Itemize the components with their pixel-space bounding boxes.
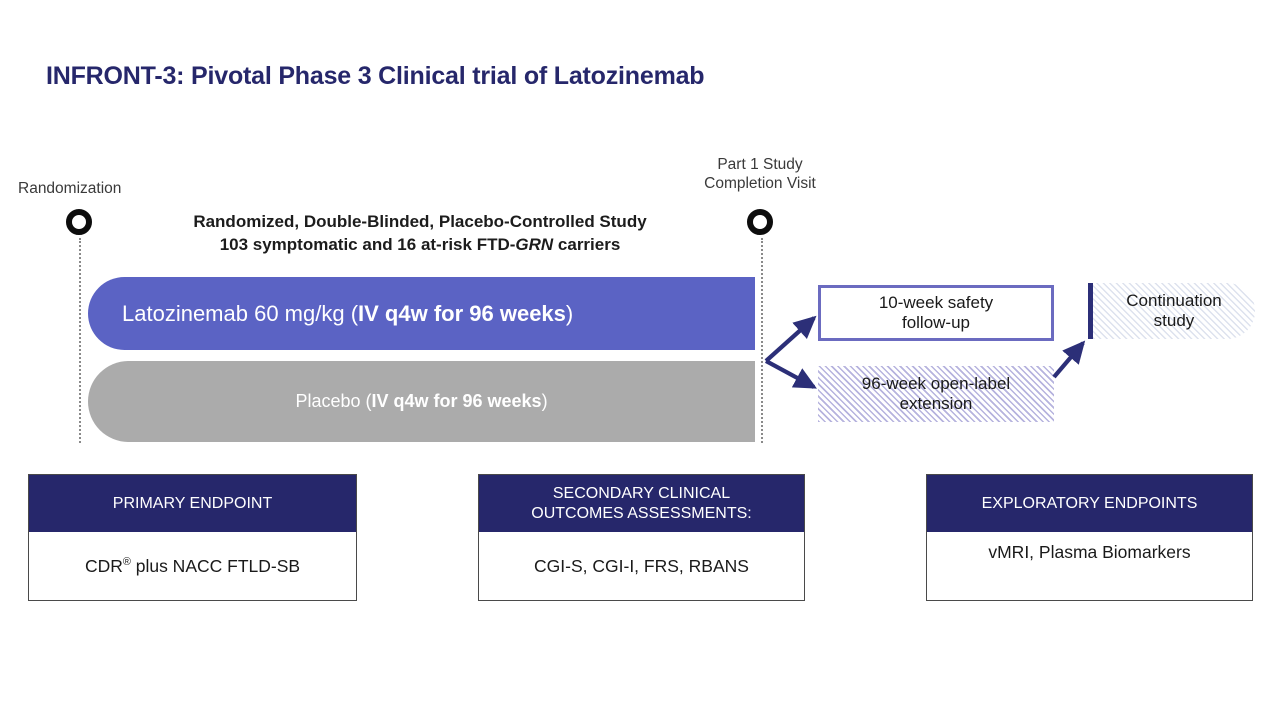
secondary-endpoint-value: CGI-S, CGI-I, FRS, RBANS: [534, 555, 749, 576]
primary-endpoint-value-prefix: CDR: [84, 555, 123, 576]
exploratory-endpoint-body: vMRI, Plasma Biomarkers: [927, 532, 1252, 600]
treatment-arm-label-bold: IV q4w for 96 weeks: [358, 300, 566, 326]
gene-name-grn: GRN: [515, 234, 554, 254]
secondary-endpoint-card: SECONDARY CLINICAL OUTCOMES ASSESSMENTS:…: [478, 474, 805, 601]
arrow-to-continuation-study: [1052, 340, 1086, 379]
continuation-study-text: Continuation study: [1126, 291, 1221, 332]
secondary-endpoint-header-text: SECONDARY CLINICAL OUTCOMES ASSESSMENTS:: [531, 484, 751, 524]
continuation-study-box: Continuation study: [1088, 283, 1255, 339]
completion-visit-label-line2: Completion Visit: [704, 174, 816, 192]
study-description-line2-prefix: 103 symptomatic and 16 at-risk FTD-: [219, 234, 516, 254]
study-description-line2-suffix: carriers: [553, 234, 621, 254]
safety-followup-box: 10-week safety follow-up: [818, 285, 1054, 341]
treatment-arm-label-tail: ): [565, 300, 574, 326]
completion-visit-label-line1: Part 1 Study: [717, 156, 803, 173]
exploratory-endpoint-header: EXPLORATORY ENDPOINTS: [927, 475, 1252, 532]
completion-visit-ring-icon: [747, 209, 773, 235]
open-label-extension-box: 96-week open-label extension: [818, 366, 1054, 422]
completion-visit-dotted-line: [761, 238, 763, 443]
secondary-endpoint-header: SECONDARY CLINICAL OUTCOMES ASSESSMENTS:: [479, 475, 804, 532]
randomization-ring-icon: [66, 209, 92, 235]
safety-followup-line1: 10-week safety: [878, 292, 994, 312]
secondary-endpoint-body: CGI-S, CGI-I, FRS, RBANS: [479, 532, 804, 600]
exploratory-endpoint-value: vMRI, Plasma Biomarkers: [988, 542, 1191, 562]
treatment-arm-bar: Latozinemab 60 mg/kg (IV q4w for 96 week…: [88, 277, 755, 350]
placebo-arm-label: Placebo (IV q4w for 96 weeks): [295, 391, 547, 412]
continuation-study-line1: Continuation: [1126, 290, 1222, 310]
continuation-study-line2: study: [1153, 311, 1195, 330]
secondary-endpoint-header-line1: SECONDARY CLINICAL: [552, 484, 731, 502]
registered-trademark-icon: ®: [122, 555, 131, 568]
primary-endpoint-card: PRIMARY ENDPOINT CDR® plus NACC FTLD-SB: [28, 474, 357, 601]
safety-followup-line2: follow-up: [901, 313, 971, 332]
primary-endpoint-value: CDR® plus NACC FTLD-SB: [85, 556, 300, 577]
open-label-extension-line1: 96-week open-label: [861, 373, 1011, 393]
placebo-arm-label-tail: ): [541, 391, 548, 411]
study-description-line2: 103 symptomatic and 16 at-risk FTD-GRN c…: [100, 234, 740, 257]
placebo-arm-label-plain: Placebo (: [295, 391, 372, 411]
primary-endpoint-body: CDR® plus NACC FTLD-SB: [29, 532, 356, 600]
arrow-to-open-label-extension: [764, 359, 817, 389]
safety-followup-text: 10-week safety follow-up: [879, 293, 993, 334]
randomization-dotted-line: [79, 238, 81, 443]
treatment-arm-label: Latozinemab 60 mg/kg (IV q4w for 96 week…: [122, 301, 573, 327]
arrow-to-safety-followup: [764, 315, 817, 363]
study-description: Randomized, Double-Blinded, Placebo-Cont…: [100, 211, 740, 257]
open-label-extension-line2: extension: [899, 394, 973, 413]
exploratory-endpoint-card: EXPLORATORY ENDPOINTS vMRI, Plasma Bioma…: [926, 474, 1253, 601]
primary-endpoint-value-suffix: plus NACC FTLD-SB: [130, 555, 301, 576]
study-description-line1: Randomized, Double-Blinded, Placebo-Cont…: [193, 212, 647, 231]
page-title: INFRONT-3: Pivotal Phase 3 Clinical tria…: [46, 62, 705, 90]
completion-visit-label: Part 1 Study Completion Visit: [660, 156, 860, 194]
treatment-arm-label-plain: Latozinemab 60 mg/kg (: [122, 300, 359, 326]
secondary-endpoint-header-line2: OUTCOMES ASSESSMENTS:: [531, 504, 752, 522]
placebo-arm-bar: Placebo (IV q4w for 96 weeks): [88, 361, 755, 442]
primary-endpoint-header: PRIMARY ENDPOINT: [29, 475, 356, 532]
placebo-arm-label-bold: IV q4w for 96 weeks: [371, 391, 542, 411]
randomization-label: Randomization: [18, 180, 122, 197]
open-label-extension-text: 96-week open-label extension: [862, 374, 1010, 415]
